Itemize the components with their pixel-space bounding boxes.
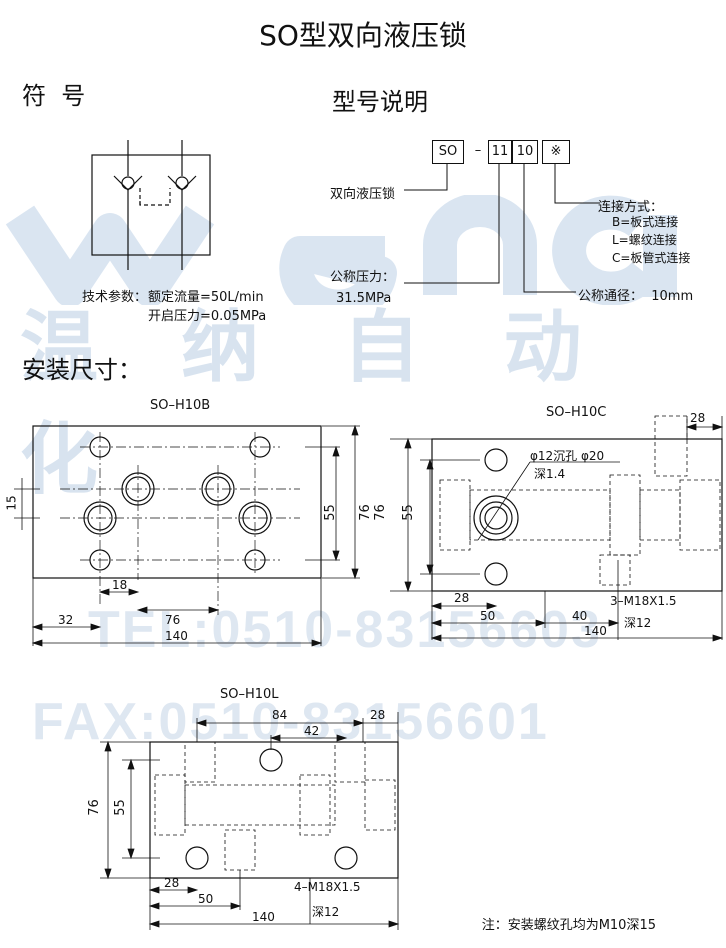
connection-l: L=螺纹连接 bbox=[612, 233, 677, 247]
h10l-dim-76: 76 bbox=[86, 799, 102, 816]
code-pressure-box: 11 bbox=[488, 140, 512, 164]
h10b-dim-15: 15 bbox=[4, 495, 19, 511]
connection-c: C=板管式连接 bbox=[612, 251, 691, 265]
symbol-heading: 符 号 bbox=[22, 82, 86, 110]
model-heading: 型号说明 bbox=[332, 88, 428, 116]
tech-flow: 额定流量=50L/min bbox=[148, 290, 264, 305]
h10b-dim-76: 76 bbox=[357, 504, 373, 521]
h10l-dim-42: 42 bbox=[304, 724, 320, 738]
pressure-value: 31.5MPa bbox=[336, 291, 392, 306]
pressure-label: 公称压力： bbox=[330, 270, 396, 285]
h10l-thread: 4–M18X1.5 bbox=[294, 880, 361, 894]
diameter-label: 公称通径： 10mm bbox=[578, 289, 694, 304]
tech-params-label: 技术参数： bbox=[82, 290, 148, 305]
code-connection-box: ※ bbox=[542, 140, 570, 164]
connection-title: 连接方式： bbox=[598, 200, 664, 215]
h10b-dim-32: 32 bbox=[58, 613, 74, 627]
footnote: 注：安装螺纹孔均为M10深15 bbox=[481, 918, 656, 933]
h10b-dim-55: 55 bbox=[322, 504, 338, 521]
h10c-hole-note: φ12沉孔 φ20 bbox=[530, 449, 605, 463]
watermark-fax: FAX:0510-83156601 bbox=[32, 693, 549, 751]
connection-b: B=板式连接 bbox=[612, 215, 679, 229]
h10b-dim-140: 140 bbox=[165, 629, 188, 643]
model-name-label: 双向液压锁 bbox=[330, 187, 396, 202]
h10l-dim-55: 55 bbox=[112, 799, 128, 816]
h10c-dim-40: 40 bbox=[572, 609, 588, 623]
page-title: SO型双向液压锁 bbox=[259, 19, 467, 52]
h10c-dim-55: 55 bbox=[400, 504, 416, 521]
h10l-dim-140: 140 bbox=[252, 910, 275, 924]
h10b-label: SO–H10B bbox=[150, 398, 211, 413]
watermark-company: 温 纳 自 动 化 bbox=[20, 303, 610, 505]
h10l-thread-depth: 深12 bbox=[312, 905, 340, 919]
install-heading: 安装尺寸： bbox=[22, 356, 142, 384]
h10c-thread-depth: 深12 bbox=[624, 616, 652, 630]
h10c-thread: 3–M18X1.5 bbox=[610, 594, 677, 608]
h10c-depth-note: 深1.4 bbox=[534, 467, 566, 481]
code-prefix-box: SO bbox=[432, 140, 464, 164]
h10l-dim-28: 28 bbox=[164, 876, 180, 890]
tech-opening: 开启压力=0.05MPa bbox=[148, 309, 267, 324]
code-dash-box: – bbox=[474, 143, 482, 158]
h10b-dim-76h: 76 bbox=[165, 613, 181, 627]
code-diameter-box: 10 bbox=[512, 140, 538, 164]
h10l-label: SO–H10L bbox=[220, 687, 279, 702]
h10l-dim-28top: 28 bbox=[370, 708, 386, 722]
h10c-dim-28top: 28 bbox=[690, 411, 706, 425]
watermark-tel: TEL:0510-83156603 bbox=[88, 601, 602, 659]
h10c-dim-28: 28 bbox=[454, 591, 470, 605]
h10b-dim-18: 18 bbox=[112, 578, 128, 592]
h10c-dim-140: 140 bbox=[584, 624, 607, 638]
h10c-dim-50: 50 bbox=[480, 609, 496, 623]
h10c-label: SO–H10C bbox=[546, 405, 607, 420]
h10l-dim-84: 84 bbox=[272, 708, 288, 722]
h10l-dim-50: 50 bbox=[198, 892, 214, 906]
h10c-dim-76: 76 bbox=[372, 504, 388, 521]
